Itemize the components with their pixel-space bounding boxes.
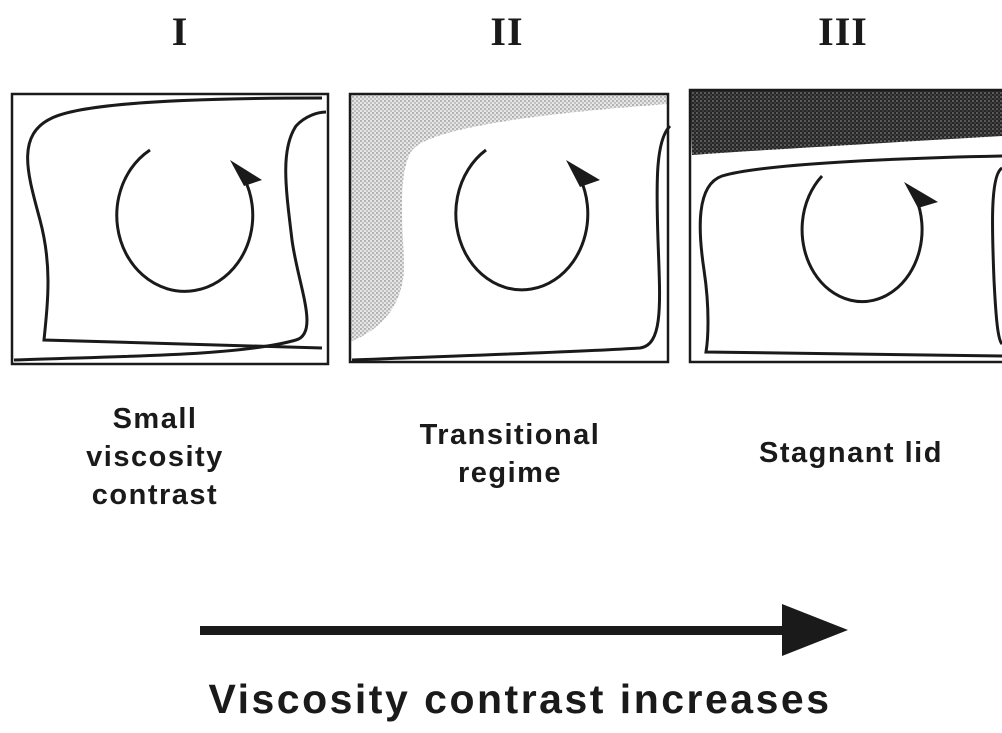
panel-1-isotherm-left [28, 98, 322, 348]
caption-line: regime [350, 454, 670, 492]
arrow-shaft [200, 626, 806, 635]
panel-3-isotherm-right [992, 168, 1002, 344]
panel-3-caption: Stagnant lid [706, 434, 996, 472]
caption-line: Small [40, 400, 270, 438]
panel-1-frame [12, 94, 328, 364]
panel-3-stagnant-lid [690, 90, 1002, 155]
caption-line: Transitional [350, 416, 670, 454]
panel-1-flow-circle [117, 150, 253, 291]
panel-1-caption: Small viscosity contrast [40, 400, 270, 514]
panel-2 [350, 94, 670, 362]
panel-1-flow-arrowhead [230, 160, 262, 186]
panel-3 [690, 90, 1002, 362]
caption-line: contrast [40, 476, 270, 514]
panel-1-isotherm-right [14, 112, 326, 360]
panel-2-lid-region [350, 94, 668, 342]
panel-3-flow-arrowhead [904, 182, 938, 208]
panel-2-flow-arrowhead [566, 160, 600, 187]
viscosity-axis-label: Viscosity contrast increases [160, 676, 880, 723]
panel-3-flow-circle [802, 176, 922, 302]
caption-line: viscosity [40, 438, 270, 476]
arrow-head [782, 604, 848, 656]
panel-1 [12, 94, 328, 364]
panel-2-caption: Transitional regime [350, 416, 670, 492]
viscosity-arrow [200, 604, 848, 656]
panel-2-flow-circle [456, 150, 588, 290]
caption-line: Stagnant lid [706, 434, 996, 472]
panel-3-isotherm-left [700, 156, 1002, 356]
